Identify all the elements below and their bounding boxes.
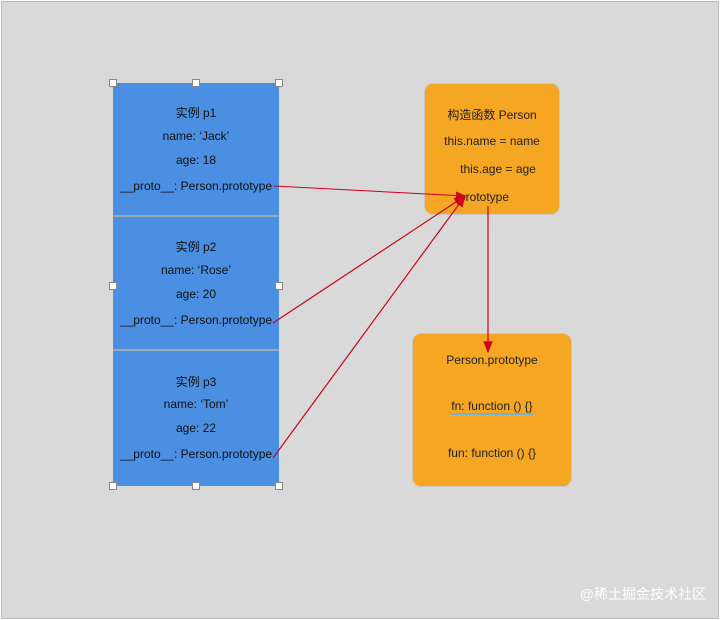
instance-age: age: 20 — [175, 287, 217, 301]
instance-name: name: ‘Rose’ — [160, 263, 232, 277]
instance-p3[interactable]: 实例 p3 name: ‘Tom’ age: 22 __proto__: Per… — [113, 351, 279, 486]
instance-name: name: ‘Tom’ — [163, 397, 229, 411]
arrow-p3 — [272, 195, 466, 459]
constructor-line: this.name = name — [444, 134, 540, 148]
instance-title: 实例 p1 — [175, 106, 217, 120]
instance-p2[interactable]: 实例 p2 name: ‘Rose’ age: 20 __proto__: Pe… — [113, 217, 279, 351]
instance-p1[interactable]: 实例 p1 name: ‘Jack’ age: 18 __proto__: Pe… — [113, 83, 279, 217]
watermark: @稀土掘金技术社区 — [579, 586, 706, 602]
resize-handle[interactable] — [275, 282, 283, 290]
constructor-prototype: prototype — [458, 190, 510, 204]
prototype-fn: fn: function () {} — [451, 399, 533, 415]
resize-handle[interactable] — [109, 482, 117, 490]
instance-proto: __proto__: Person.prototype — [119, 447, 273, 461]
instance-name: name: ‘Jack’ — [162, 129, 230, 143]
prototype-box[interactable]: Person.prototype fn: function () {} fun:… — [412, 333, 572, 487]
resize-handle[interactable] — [192, 79, 200, 87]
prototype-fun: fun: function () {} — [447, 446, 537, 460]
instance-proto: __proto__: Person.prototype — [119, 179, 273, 193]
constructor-line: this.age = age — [460, 162, 536, 176]
instance-title: 实例 p3 — [175, 375, 217, 389]
instance-title: 实例 p2 — [175, 240, 217, 254]
resize-handle[interactable] — [192, 482, 200, 490]
resize-handle[interactable] — [275, 482, 283, 490]
arrow-p1 — [273, 185, 466, 200]
instance-age: age: 22 — [175, 421, 217, 435]
instance-proto: __proto__: Person.prototype — [119, 313, 273, 327]
resize-handle[interactable] — [109, 79, 117, 87]
arrow-p2 — [272, 195, 467, 324]
resize-handle[interactable] — [275, 79, 283, 87]
constructor-title: 构造函数 Person — [447, 108, 537, 122]
prototype-title: Person.prototype — [446, 353, 538, 367]
instance-age: age: 18 — [175, 153, 217, 167]
resize-handle[interactable] — [109, 282, 117, 290]
constructor-box[interactable]: 构造函数 Person this.name = name this.age = … — [424, 83, 560, 215]
